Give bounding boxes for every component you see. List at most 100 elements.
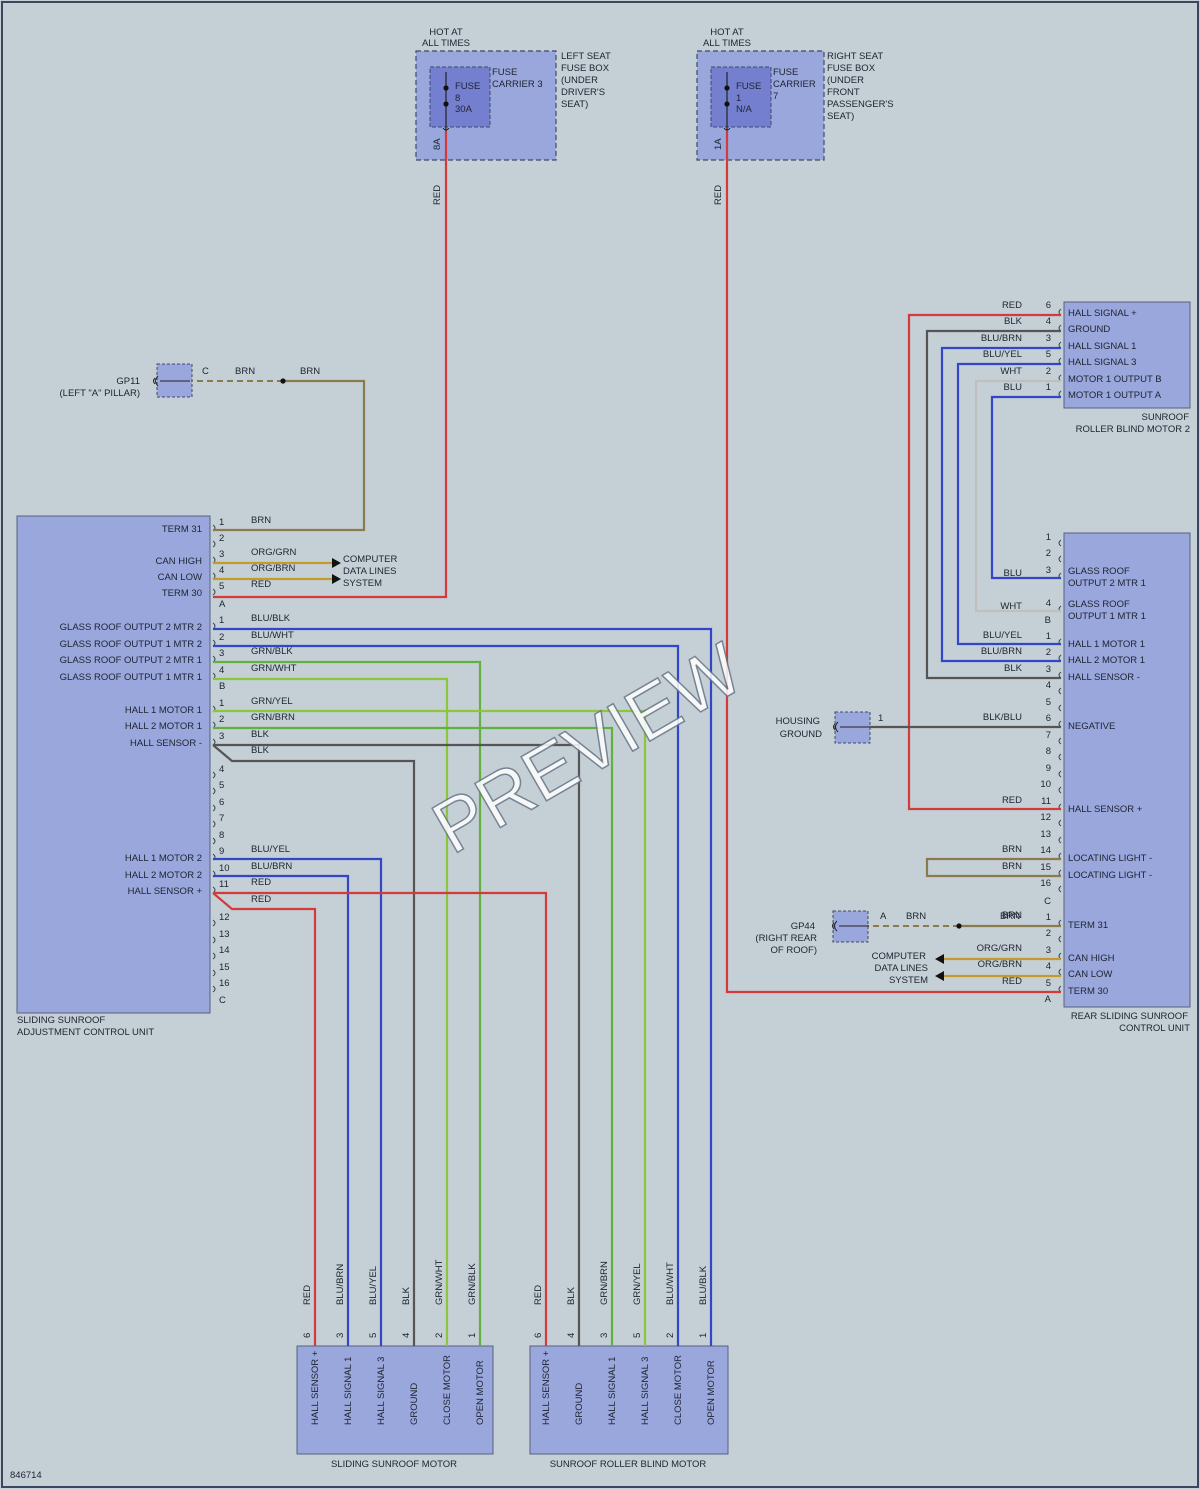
red-hall-signal-wire xyxy=(907,313,1061,811)
roller-motor-label-ground: GROUND xyxy=(574,1383,585,1425)
right-fusebox-loc-3: (UNDER xyxy=(827,75,864,86)
left-unit-label-hall-2-motor-1: HALL 2 MOTOR 1 xyxy=(125,721,202,732)
left-c-wire-2: GRN/BRN xyxy=(251,712,295,723)
connector-tick xyxy=(1058,704,1062,712)
rear-c-pin-11: 11 xyxy=(1041,796,1051,807)
rear-a-wire-5: RED xyxy=(1002,976,1022,987)
rear-b-label-3: GLASS ROOF xyxy=(1068,566,1130,577)
left-unit-label-hall-sensor: HALL SENSOR + xyxy=(128,886,203,897)
left-c-pin-16: 16 xyxy=(219,978,230,989)
left-unit-label-hall-sensor: HALL SENSOR - xyxy=(130,738,202,749)
gp11-ground-symbol xyxy=(153,375,159,387)
left-fusebox-loc-5: SEAT) xyxy=(561,99,588,110)
blu-brn-rear-wire xyxy=(940,346,1061,663)
right-fusebox-loc-5: PASSENGER'S xyxy=(827,99,894,110)
right-carrier-1: FUSE xyxy=(773,67,798,78)
roller-motor-wire-4: GRN/YEL xyxy=(632,1263,643,1305)
sliding-motor-label-close-motor: CLOSE MOTOR xyxy=(442,1355,453,1425)
rear-c-pin-14: 14 xyxy=(1040,845,1051,856)
rear-c-pin-15: 15 xyxy=(1040,862,1051,873)
left-c-pin-13: 13 xyxy=(219,929,230,940)
left-unit-label-glass-roof-output-1-mtr-1: GLASS ROOF OUTPUT 1 MTR 1 xyxy=(60,672,202,683)
sliding-motor-pin-6: 6 xyxy=(302,1333,313,1338)
connector-tick xyxy=(1058,819,1062,827)
roller2-wire-4: BLU/YEL xyxy=(983,349,1022,360)
roller-motor-pin-5: 5 xyxy=(632,1333,643,1338)
left-conn-letter-c: C xyxy=(219,995,226,1006)
rear-c-pin-7: 7 xyxy=(1046,730,1051,741)
rear-a-pin-2: 2 xyxy=(1046,928,1051,939)
left-unit-name-2: ADJUSTMENT CONTROL UNIT xyxy=(17,1027,154,1038)
sliding-motor-wire-3: BLU/YEL xyxy=(368,1266,379,1305)
connector-tick xyxy=(212,936,216,944)
gp11-wire2: BRN xyxy=(300,366,320,377)
rear-c-wire-3: BLK xyxy=(1004,663,1023,674)
roller-motor-wire-2: BLK xyxy=(566,1286,577,1305)
brn-term31-left-wire xyxy=(213,379,366,532)
rear-c-pin-5: 5 xyxy=(1046,697,1051,708)
grn-brn-wire xyxy=(213,726,614,1346)
blk-roller-wire xyxy=(213,743,581,1346)
connector-tick xyxy=(1058,935,1062,943)
left-b-pin-1: 1 xyxy=(219,615,224,626)
rear-c-wire-2: BLU/BRN xyxy=(981,646,1022,657)
rear-c-wire-6: BLK/BLU xyxy=(983,712,1022,723)
roller-blind-motor xyxy=(529,1345,729,1455)
right-fuse-box: HOT AT ALL TIMES RIGHT SEAT FUSE BOX (UN… xyxy=(696,27,894,205)
roller-motor-pin-4: 4 xyxy=(566,1333,577,1338)
right-fuse-1: FUSE xyxy=(736,81,761,92)
roller2-wire-6: BLU xyxy=(1004,382,1023,393)
rear-c-wire-14: BRN xyxy=(1002,844,1022,855)
gp11-splice xyxy=(280,378,286,384)
grn-blk-wire xyxy=(213,660,482,1346)
rear-unit-name-2: CONTROL UNIT xyxy=(1119,1023,1190,1034)
connector-tick xyxy=(212,952,216,960)
right-carrier-2: CARRIER xyxy=(773,79,816,90)
left-c-wire-11: BLU/BRN xyxy=(251,861,292,872)
gp44-pin: A xyxy=(880,911,887,922)
housing-ground-label-1: HOUSING xyxy=(776,716,820,727)
connector-tick xyxy=(212,787,216,795)
sliding-motor-label-open-motor: OPEN MOTOR xyxy=(475,1360,486,1425)
rear-c-wire-1: BLU/YEL xyxy=(983,630,1022,641)
left-unit-label-glass-roof-output-2-mtr-1: GLASS ROOF OUTPUT 2 MTR 1 xyxy=(60,655,202,666)
left-fusebox-loc-2: FUSE BOX xyxy=(561,63,610,74)
left-unit-label-glass-roof-output-1-mtr-2: GLASS ROOF OUTPUT 1 MTR 2 xyxy=(60,639,202,650)
roller-motor-name: SUNROOF ROLLER BLIND MOTOR xyxy=(550,1459,707,1470)
sliding-motor-wire-4: BLK xyxy=(401,1286,412,1305)
right-fusebox-loc-6: SEAT) xyxy=(827,111,854,122)
rear-can-low-arrow xyxy=(935,971,944,981)
rear-c-pin-12: 12 xyxy=(1040,812,1051,823)
roller-motor-pin-3: 3 xyxy=(599,1333,610,1338)
left-unit-label-term-30: TERM 30 xyxy=(162,588,202,599)
left-control-unit xyxy=(16,515,211,1014)
connector-tick xyxy=(212,985,216,993)
left-c-pin-7: 7 xyxy=(219,813,224,824)
rear-c-label-negative: NEGATIVE xyxy=(1068,721,1115,732)
left-unit-label-hall-1-motor-2: HALL 1 MOTOR 2 xyxy=(125,853,202,864)
left-b-pin-4: 4 xyxy=(219,665,224,676)
sliding-sunroof-motor xyxy=(296,1345,494,1455)
left-unit-label-hall-2-motor-2: HALL 2 MOTOR 2 xyxy=(125,870,202,881)
roller-motor-label-open-motor: OPEN MOTOR xyxy=(706,1360,717,1425)
left-conn-letter-b: B xyxy=(219,681,225,692)
connector-tick xyxy=(212,969,216,977)
left-c-wire-4: BLK xyxy=(251,745,270,756)
grn-yel-wire xyxy=(213,709,647,1346)
roller-motor-label-hall-sensor: HALL SENSOR + xyxy=(541,1350,552,1425)
connector-tick xyxy=(212,804,216,812)
gp44-label: GP44 xyxy=(791,921,815,932)
housing-ground-pin: 1 xyxy=(878,713,883,724)
blk-ground-wire xyxy=(925,329,1061,680)
roller2-wire-3: BLU/BRN xyxy=(981,333,1022,344)
left-c-pin-3: 3 xyxy=(219,731,224,742)
left-b-pin-2: 2 xyxy=(219,632,224,643)
gp11-pin: C xyxy=(202,366,209,377)
connector-tick xyxy=(1058,786,1062,794)
right-fuse-dot-bottom xyxy=(724,101,730,107)
rear-c-label-hall-2-motor-1: HALL 2 MOTOR 1 xyxy=(1068,655,1145,666)
wht-output-wire xyxy=(974,379,1061,613)
left-carrier-1: FUSE xyxy=(492,67,517,78)
sliding-motor-wire-1: RED xyxy=(302,1285,313,1305)
